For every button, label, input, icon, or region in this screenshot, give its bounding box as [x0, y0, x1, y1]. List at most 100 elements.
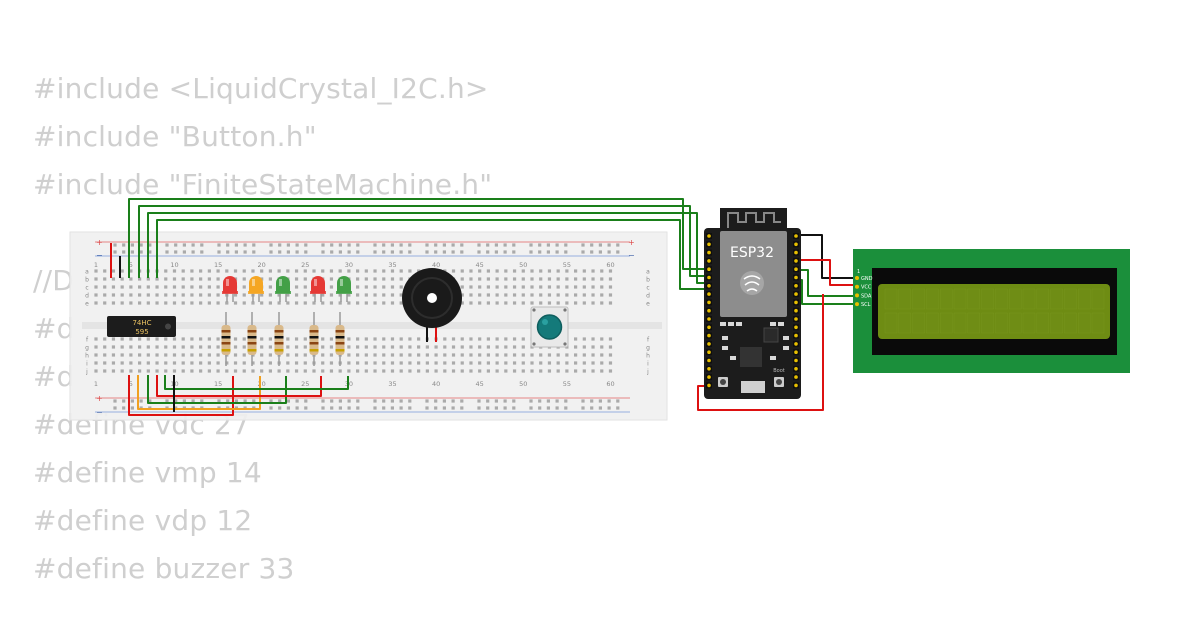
rail-hole	[408, 406, 412, 410]
breadboard-hole	[373, 293, 377, 297]
lcd-character-cell	[1050, 288, 1063, 310]
rail-hole	[460, 243, 464, 247]
breadboard-hole	[608, 337, 613, 341]
breadboard-hole	[512, 337, 517, 341]
esp32-pin-pad	[707, 308, 711, 313]
rail-hole	[390, 406, 394, 410]
breadboard-hole	[478, 361, 482, 365]
breadboard-hole	[216, 361, 220, 365]
lcd-character-cell	[1064, 288, 1077, 310]
breadboard-hole	[521, 293, 525, 297]
breadboard-hole	[164, 277, 168, 281]
rail-hole	[616, 399, 620, 403]
breadboard-hole	[294, 301, 299, 305]
breadboard-hole	[434, 345, 438, 349]
breadboard-hole	[530, 361, 534, 365]
breadboard-hole	[504, 345, 508, 349]
rail-hole	[252, 243, 256, 247]
rail-hole	[598, 406, 602, 410]
breadboard-hole	[504, 293, 508, 297]
rail-hole	[330, 250, 334, 254]
breadboard-hole	[207, 269, 211, 273]
button-cap[interactable]	[536, 314, 563, 340]
breadboard-hole	[565, 369, 569, 373]
breadboard-hole	[600, 353, 604, 357]
breadboard-hole	[521, 337, 525, 341]
breadboard-hole	[364, 361, 368, 365]
breadboard-hole	[260, 361, 264, 365]
breadboard-hole	[417, 345, 421, 349]
row-letter: e	[85, 301, 89, 308]
breadboard-hole	[94, 293, 98, 297]
shift-register-chip[interactable]: 74HC 595	[107, 316, 176, 337]
led[interactable]	[337, 276, 351, 293]
rail-hole	[555, 399, 559, 403]
breadboard-hole	[190, 269, 194, 273]
rail-hole	[494, 399, 498, 403]
led[interactable]	[311, 276, 325, 293]
breadboard-hole	[547, 361, 552, 365]
breadboard-hole	[582, 369, 586, 373]
led[interactable]	[249, 276, 263, 293]
breadboard-hole	[164, 337, 168, 341]
breadboard-hole	[207, 369, 211, 373]
lcd-character-cell	[926, 288, 939, 310]
breadboard-hole	[574, 293, 578, 297]
lcd-character-cell	[967, 288, 980, 310]
breadboard-hole	[547, 353, 552, 357]
breadboard-hole	[530, 301, 534, 305]
led[interactable]	[276, 276, 290, 293]
breadboard-hole	[460, 301, 464, 305]
column-number: 50	[519, 261, 527, 269]
breadboard-hole	[504, 285, 508, 289]
breadboard-hole	[382, 361, 386, 365]
rail-hole	[174, 250, 178, 254]
code-line: #d	[33, 360, 75, 393]
breadboard-hole	[120, 353, 124, 357]
buzzer[interactable]	[402, 268, 462, 342]
breadboard-hole	[565, 353, 569, 357]
push-button[interactable]	[530, 306, 569, 348]
rail-hole	[442, 243, 446, 247]
row-letter: d	[646, 293, 650, 300]
lcd-pin	[855, 302, 859, 307]
rail-hole	[512, 399, 516, 403]
breadboard-hole	[303, 345, 307, 349]
breadboard-hole	[486, 293, 490, 297]
breadboard-hole	[129, 337, 133, 341]
row-letter: h	[646, 353, 650, 360]
row-letter: j	[646, 369, 649, 376]
row-letter: e	[646, 301, 650, 308]
breadboard-hole	[356, 353, 360, 357]
esp32-logo-mark	[743, 275, 761, 292]
led[interactable]	[223, 276, 237, 293]
smd-component	[730, 356, 736, 360]
column-number: 45	[476, 261, 484, 269]
rail-hole	[564, 243, 568, 247]
esp32-pin-pad	[794, 317, 798, 321]
rail-hole	[460, 399, 464, 403]
breadboard-hole	[216, 285, 220, 289]
esp32-pin-pad	[794, 367, 798, 371]
resistor-band	[335, 330, 345, 333]
esp32-board[interactable]: ESP32 Boot	[704, 208, 801, 399]
rail-hole	[581, 250, 585, 254]
rail-hole	[182, 399, 186, 403]
breadboard-hole	[547, 369, 552, 373]
breadboard-hole	[172, 361, 177, 365]
breadboard-hole	[556, 277, 560, 281]
rail-hole	[182, 250, 186, 254]
breadboard-hole	[425, 369, 429, 373]
breadboard-hole	[216, 353, 220, 357]
breadboard-hole	[460, 285, 464, 289]
lcd-character-cell	[1077, 288, 1091, 310]
breadboard-hole	[129, 361, 133, 365]
breadboard-hole	[207, 337, 211, 341]
breadboard-hole	[286, 345, 290, 349]
rail-hole	[338, 406, 342, 410]
breadboard-hole	[338, 269, 342, 273]
code-line: #include <LiquidCrystal_I2C.h>	[33, 72, 489, 105]
breadboard-hole	[103, 353, 107, 357]
breadboard-hole	[164, 361, 168, 365]
